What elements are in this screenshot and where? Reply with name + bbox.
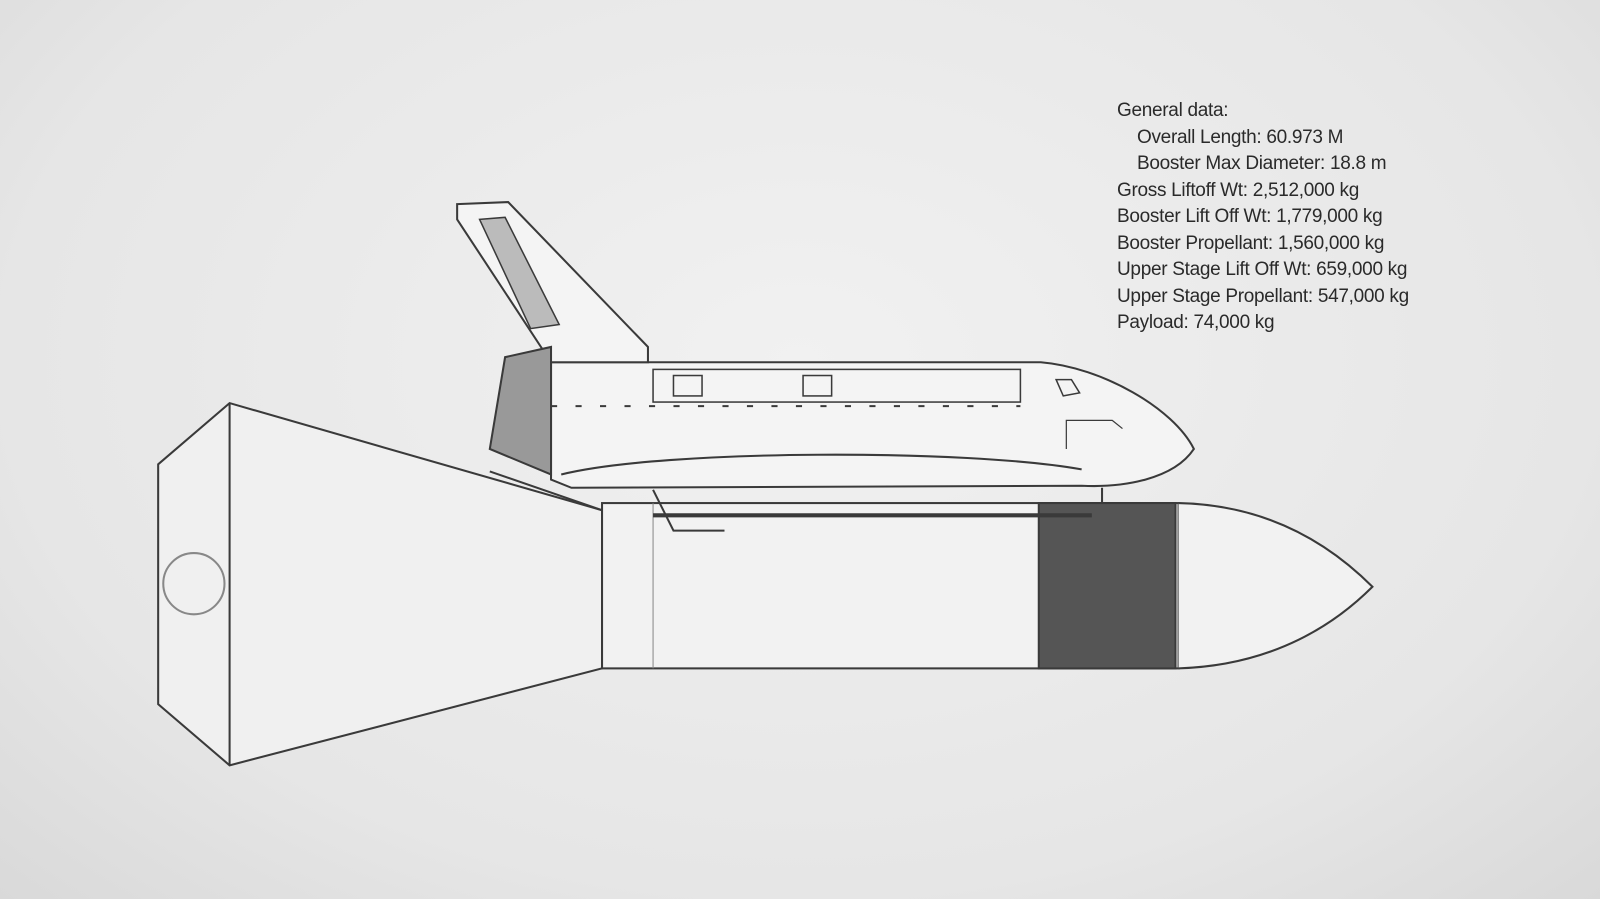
spec-booster-propellant: Booster Propellant: 1,560,000 kg <box>1117 232 1385 254</box>
spec-upper-stage-propellant: Upper Stage Propellant: 547,000 kg <box>1117 285 1409 307</box>
general-data-panel: General data: Overall Length: 60.973 M B… <box>1117 98 1409 337</box>
spec-overall-length: Overall Length: 60.973 M <box>1137 126 1344 148</box>
spec-gross-liftoff-wt: Gross Liftoff Wt: 2,512,000 kg <box>1117 179 1359 201</box>
engine-port-circle <box>162 552 226 616</box>
booster-hatched-band <box>1037 502 1177 670</box>
spec-payload: Payload: 74,000 kg <box>1117 312 1275 333</box>
spec-booster-max-diameter: Booster Max Diameter: 18.8 m <box>1137 153 1387 174</box>
orbiter <box>456 201 1196 489</box>
spec-booster-liftoff-wt: Booster Lift Off Wt: 1,779,000 kg <box>1117 206 1383 227</box>
booster-body <box>601 502 1374 670</box>
spec-upper-stage-liftoff-wt: Upper Stage Lift Off Wt: 659,000 kg <box>1117 259 1408 280</box>
attach-struts <box>489 470 1104 532</box>
specs-heading: General data: <box>1117 100 1229 121</box>
